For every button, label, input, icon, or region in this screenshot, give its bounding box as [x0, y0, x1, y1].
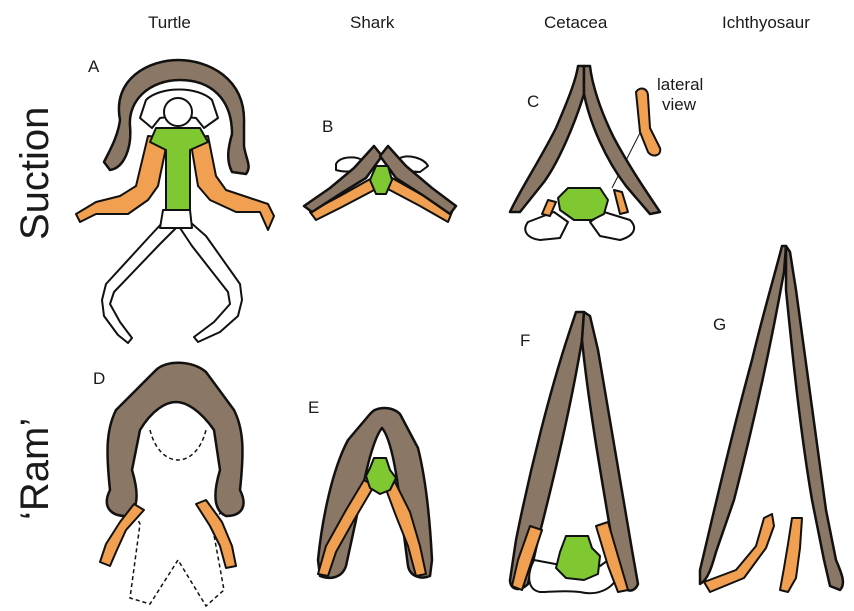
annotation-lateral: lateral: [657, 75, 703, 94]
panel-label-d: D: [93, 369, 105, 388]
cetacea-c-hyoid-body: [558, 188, 608, 220]
column-header-cetacea: Cetacea: [544, 13, 608, 32]
panel-a-turtle-suction: [76, 60, 274, 343]
panel-d-turtle-ram: [100, 363, 244, 606]
turtle-d-jaw: [107, 363, 244, 516]
cetacea-c-hyoid-right: [614, 190, 628, 214]
panel-g-ichthyosaur-ram: [700, 246, 843, 592]
panel-label-e: E: [308, 398, 319, 417]
turtle-a-skull-boss: [164, 98, 192, 126]
turtle-a-ceratobranchial-stem: [160, 210, 192, 228]
panel-label-a: A: [88, 57, 100, 76]
ichthyosaur-g-jaw-left: [700, 246, 786, 584]
panel-label-g: G: [713, 315, 726, 334]
panel-e-shark-ram: [318, 408, 432, 578]
row-label-suction: Suction: [13, 107, 57, 240]
column-header-turtle: Turtle: [148, 13, 191, 32]
shark-e-hyoid-body: [366, 458, 396, 494]
shark-b-hyoid-body: [370, 166, 392, 194]
panel-b-shark-suction: [304, 146, 456, 222]
row-label-ram: ‘Ram’: [13, 418, 57, 520]
column-header-ichthyosaur: Ichthyosaur: [722, 13, 810, 32]
cetacea-c-cartilage-left: [525, 212, 568, 240]
cetacea-c-lateral-view: [636, 89, 660, 156]
cetacea-f-hyoid-body: [556, 536, 600, 580]
annotation-view: view: [662, 95, 697, 114]
panel-f-cetacea-ram: [510, 312, 638, 593]
panel-label-b: B: [322, 117, 333, 136]
panel-label-c: C: [527, 92, 539, 111]
column-header-shark: Shark: [350, 13, 395, 32]
panel-label-f: F: [520, 331, 530, 350]
ichthyosaur-g-hyoid-right: [780, 518, 802, 592]
turtle-a-hindlimbs: [102, 222, 242, 343]
